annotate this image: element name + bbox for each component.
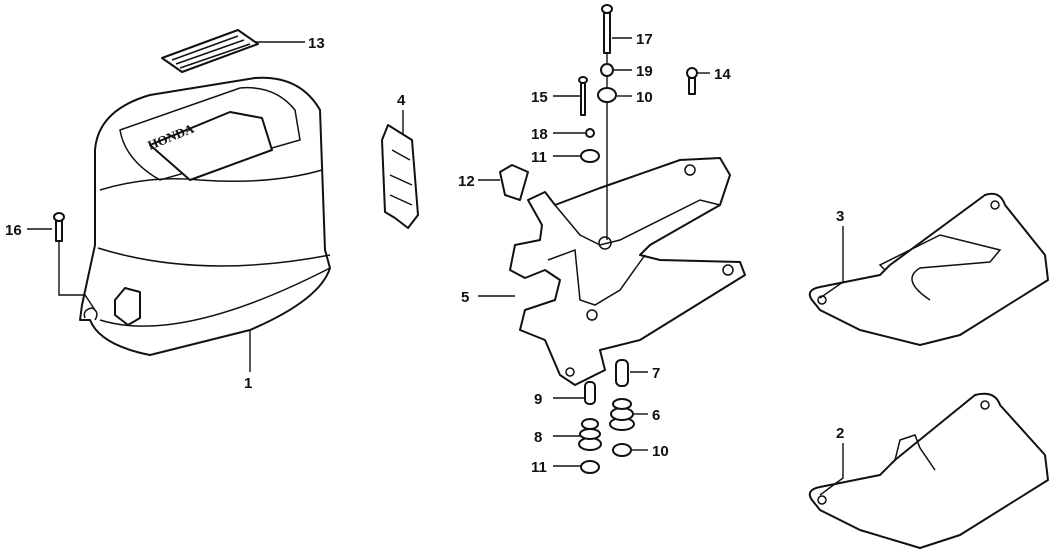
part-10-washer-lower [612, 443, 632, 457]
part-7-collar [615, 359, 629, 387]
part-16-bolt [53, 212, 65, 242]
callout-10-lower: 10 [652, 443, 669, 460]
leader-lines [27, 37, 844, 496]
callout-16: 16 [5, 222, 22, 239]
callout-13: 13 [308, 35, 325, 52]
callout-3: 3 [836, 208, 844, 225]
callout-4: 4 [397, 92, 406, 109]
part-6-rubber-mount [609, 398, 635, 431]
part-18-nut [585, 128, 595, 138]
callout-9: 9 [534, 391, 542, 408]
callout-11-lower: 11 [531, 459, 547, 476]
callout-11-upper: 11 [531, 149, 547, 166]
part-11-washer-lower [580, 460, 600, 474]
callout-19: 19 [636, 63, 653, 80]
part-15-pin [578, 76, 588, 116]
callout-12: 12 [458, 173, 475, 190]
callout-18: 18 [531, 126, 548, 143]
part-3-plate [808, 192, 1049, 346]
callout-2: 2 [836, 425, 844, 442]
callout-8: 8 [534, 429, 542, 446]
part-17-bolt [601, 4, 613, 54]
part-9-collar [584, 381, 596, 405]
callout-15: 15 [531, 89, 548, 106]
callout-17: 17 [636, 31, 653, 48]
part-1-cover: HONDA [79, 76, 331, 356]
part-5-plate [509, 157, 746, 386]
callout-5: 5 [461, 289, 469, 306]
part-14-screw [686, 67, 698, 95]
part-8-rubber-mount [578, 418, 602, 451]
part-12-clip [499, 164, 529, 201]
part-19-grommet [600, 63, 614, 77]
part-4-bracket [381, 124, 419, 229]
callout-7: 7 [652, 365, 660, 382]
callout-6: 6 [652, 407, 660, 424]
part-10-washer [597, 87, 617, 103]
part-11-washer [580, 149, 600, 163]
callout-10-upper: 10 [636, 89, 653, 106]
callout-1: 1 [244, 375, 252, 392]
callout-14: 14 [714, 66, 731, 83]
part-13-label-plate [161, 29, 259, 73]
part-2-plate [808, 392, 1049, 549]
